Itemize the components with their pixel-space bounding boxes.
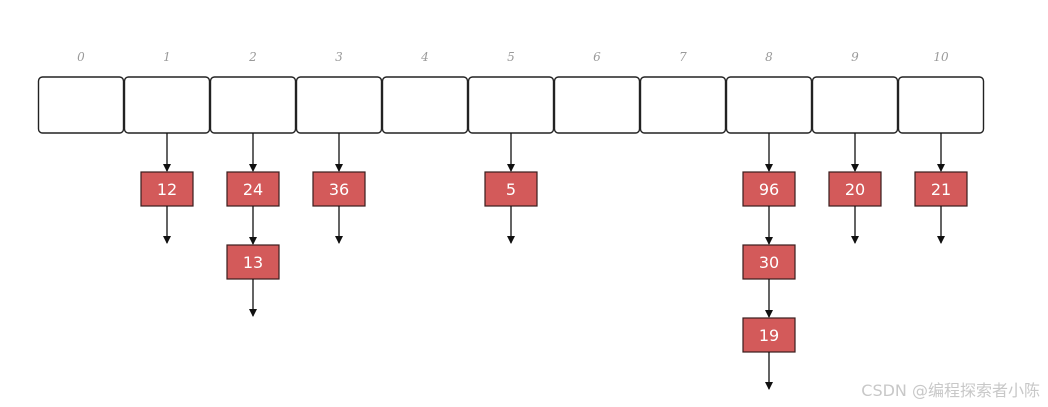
chain-node-value: 96 bbox=[759, 180, 779, 199]
chain-node-box bbox=[226, 171, 280, 207]
chain-node-value: 21 bbox=[931, 180, 951, 199]
watermark: CSDN @编程探索者小陈 bbox=[861, 381, 1040, 400]
chain-node-value: 20 bbox=[845, 180, 865, 199]
bucket-slot-3 bbox=[295, 76, 383, 134]
chain-node-box bbox=[226, 244, 280, 280]
chain-node-box bbox=[828, 171, 882, 207]
slot-index-8: 8 bbox=[765, 50, 773, 64]
slot-index-5: 5 bbox=[507, 50, 515, 64]
slot-index-2: 2 bbox=[248, 50, 257, 64]
bucket-slot-2 bbox=[209, 76, 297, 134]
bucket-slot-5 bbox=[467, 76, 555, 134]
chain-node-box bbox=[742, 244, 796, 280]
slot-index-4: 4 bbox=[420, 50, 429, 64]
chain-node-value: 30 bbox=[759, 253, 779, 272]
chain-node-box bbox=[914, 171, 968, 207]
chain-node-value: 36 bbox=[329, 180, 349, 199]
chain-node-box bbox=[742, 171, 796, 207]
bucket-slot-1 bbox=[123, 76, 211, 134]
slot-index-7: 7 bbox=[679, 50, 687, 64]
chain-node-value: 19 bbox=[759, 326, 779, 345]
bucket-slot-0 bbox=[37, 76, 125, 134]
bucket-slot-6 bbox=[553, 76, 641, 134]
bucket-chains: 12 24 13 36 5 96 30 19 20 21 bbox=[140, 133, 968, 390]
slot-index-9: 9 bbox=[851, 50, 859, 64]
slot-index-0: 0 bbox=[77, 50, 85, 64]
bucket-array: 0 1 2 3 4 5 6 7 8 9 10 bbox=[37, 50, 985, 134]
bucket-slot-8 bbox=[725, 76, 813, 134]
chain-node-value: 12 bbox=[157, 180, 177, 199]
bucket-slot-9 bbox=[811, 76, 899, 134]
slot-index-10: 10 bbox=[933, 50, 949, 64]
bucket-slot-10 bbox=[897, 76, 985, 134]
chain-node-value: 5 bbox=[506, 180, 516, 199]
slot-index-1: 1 bbox=[163, 50, 171, 64]
chain-node-value: 24 bbox=[243, 180, 263, 199]
bucket-slot-7 bbox=[639, 76, 727, 134]
bucket-slot-4 bbox=[381, 76, 469, 134]
chain-node-value: 13 bbox=[243, 253, 263, 272]
slot-index-3: 3 bbox=[335, 50, 343, 64]
slot-index-6: 6 bbox=[593, 50, 601, 64]
